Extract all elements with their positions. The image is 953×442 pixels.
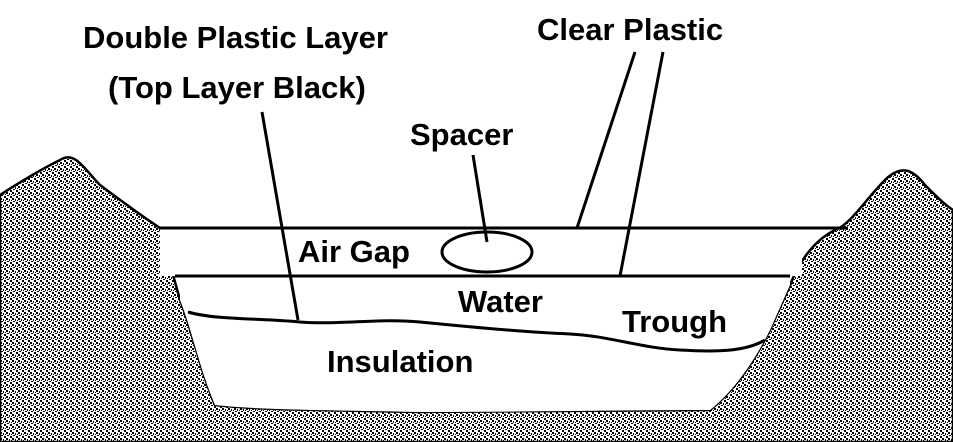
air-gap-region [160, 228, 802, 276]
label-spacer: Spacer [410, 117, 513, 152]
label-water: Water [458, 284, 543, 319]
leader-clear-plastic-2 [618, 51, 665, 277]
spacer-ellipse [440, 230, 534, 274]
label-air-gap: Air Gap [298, 234, 410, 269]
label-clear-plastic: Clear Plastic [537, 12, 723, 47]
label-trough: Trough [622, 304, 727, 339]
leader-spacer [471, 154, 489, 243]
label-double-plastic-line2: (Top Layer Black) [108, 70, 366, 105]
leader-double-plastic [260, 111, 300, 321]
label-double-plastic-line1: Double Plastic Layer [83, 20, 388, 55]
leader-clear-plastic-1 [575, 51, 637, 229]
label-insulation: Insulation [327, 344, 473, 379]
trough-insulation-region [180, 275, 790, 412]
double-plastic-layer-line [187, 310, 766, 353]
